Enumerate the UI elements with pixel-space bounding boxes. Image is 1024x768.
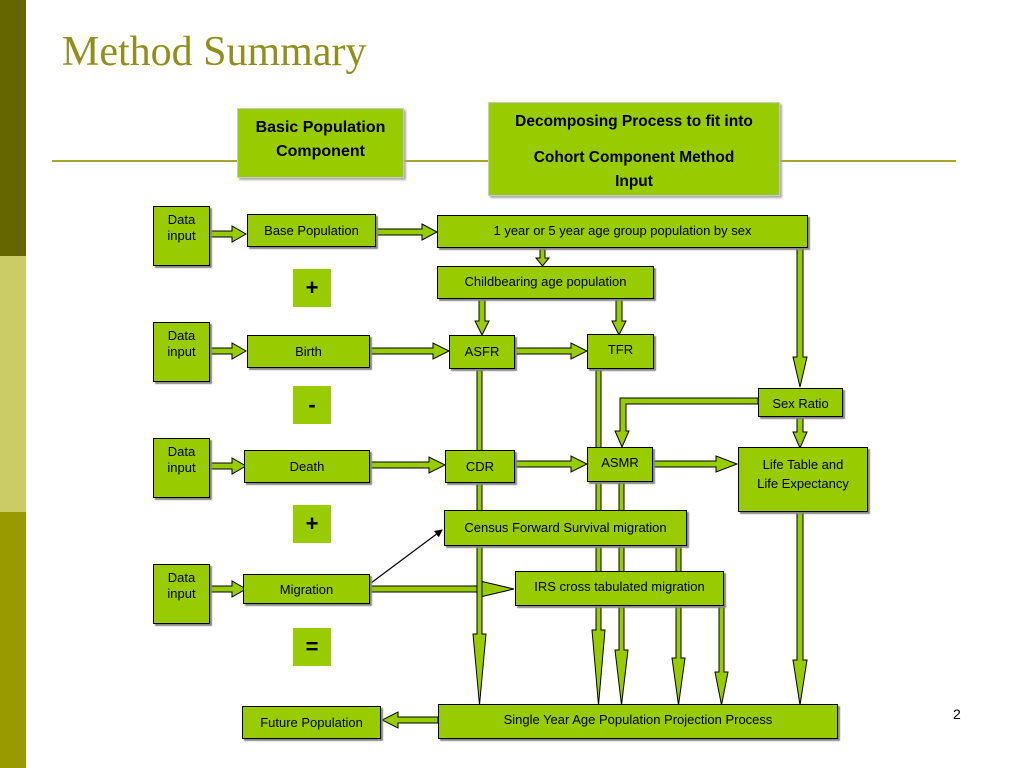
arrow-childbearing-asfr [474, 298, 490, 337]
header-rule-left [52, 160, 238, 162]
arrow-agegroup-sexratio [792, 247, 808, 388]
data-input-label: input [167, 228, 196, 243]
arrow-base-agegroup [375, 223, 439, 241]
decomposing-header-line3: Input [615, 173, 653, 190]
base-population-box: Base Population [247, 214, 376, 247]
data-input-label: input [167, 460, 196, 475]
arrow-childbearing-tfr [611, 298, 627, 337]
header-rule-right [780, 160, 956, 162]
arrow-lifetable-projection [792, 511, 808, 706]
data-input-label: Data [167, 570, 196, 585]
data-input-label: Data [167, 444, 196, 459]
data-input-migration: Data input [153, 564, 210, 624]
life-table-box: Life Table and Life Expectancy [738, 447, 868, 512]
census-forward-box: Census Forward Survival migration [444, 510, 687, 546]
arrow-data-base [209, 225, 248, 243]
data-input-birth: Data input [153, 322, 210, 382]
plus-operator: + [293, 269, 331, 307]
arrow-agegroup-childbearing [534, 247, 551, 267]
arrow-sexratio-lifetable [792, 416, 808, 450]
asmr-box: ASMR [587, 447, 653, 482]
future-population-box: Future Population [242, 706, 381, 739]
data-input-label: input [167, 344, 196, 359]
arrow-cdr-asmr [514, 455, 589, 473]
sex-ratio-box: Sex Ratio [758, 388, 843, 417]
arrow-migration-census [370, 529, 443, 584]
asfr-box: ASFR [449, 335, 515, 369]
data-input-death: Data input [153, 438, 210, 498]
data-input-label: Data [167, 212, 196, 227]
birth-box: Birth [247, 335, 370, 368]
arrow-data-death [209, 457, 248, 475]
arrow-asmr-lifetable [652, 455, 739, 473]
arrow-birth-asfr [369, 342, 451, 360]
life-table-label: Life Table and [762, 457, 844, 472]
page-number: 2 [953, 706, 961, 722]
cdr-box: CDR [445, 450, 515, 483]
life-table-label: Life Expectancy [757, 476, 849, 491]
strip-dark [0, 0, 26, 256]
childbearing-population-box: Childbearing age population [437, 266, 654, 299]
arrow-irs-projection [714, 605, 729, 706]
arrow-data-migration [209, 580, 248, 598]
data-input-label: input [167, 586, 196, 601]
tfr-box: TFR [587, 334, 654, 369]
strip-light [0, 256, 26, 512]
arrow-to-future [380, 711, 439, 729]
death-box: Death [244, 450, 370, 483]
irs-migration-box: IRS cross tabulated migration [515, 571, 724, 606]
data-input-base: Data input [153, 206, 210, 266]
arrow-census-projection [671, 545, 686, 706]
decomposing-header-line1: Decomposing Process to fit into [515, 113, 753, 130]
single-year-projection-box: Single Year Age Population Projection Pr… [438, 704, 838, 739]
basic-population-header-line2: Component [276, 143, 365, 160]
arrow-asfr-tfr [514, 342, 589, 360]
basic-population-header: Basic Population Component [237, 108, 404, 178]
basic-population-header-line1: Basic Population [255, 119, 386, 136]
equals-operator: = [293, 628, 331, 666]
decomposing-header: Decomposing Process to fit into Cohort C… [488, 102, 780, 196]
arrow-migration-irs [369, 580, 515, 598]
data-input-label: Data [167, 328, 196, 343]
minus-operator: - [293, 386, 331, 424]
header-rule-middle [404, 160, 490, 162]
strip-mid [0, 512, 26, 768]
slide-title: Method Summary [62, 29, 367, 75]
arrow-sexratio-asmr [614, 397, 759, 449]
plus-operator: + [293, 505, 331, 543]
arrow-data-birth [209, 342, 248, 360]
arrow-death-cdr [369, 456, 447, 474]
decomposing-header-line2: Cohort Component Method [533, 149, 735, 166]
age-group-population-box: 1 year or 5 year age group population by… [437, 215, 808, 248]
migration-box: Migration [243, 574, 370, 604]
